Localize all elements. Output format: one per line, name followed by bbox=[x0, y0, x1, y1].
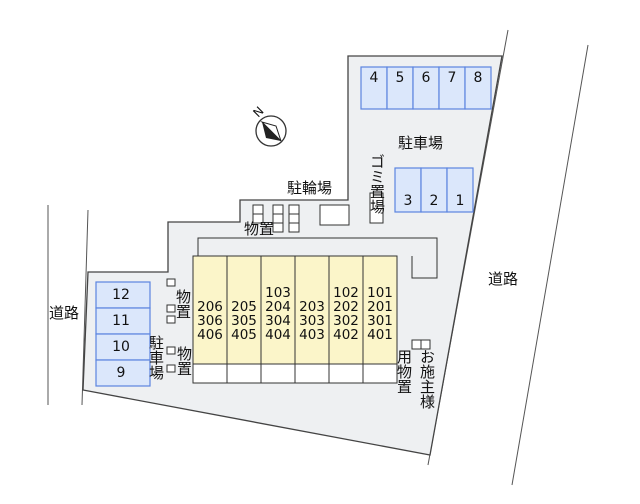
parking-stall bbox=[446, 167, 474, 213]
parking-stall-number: 8 bbox=[473, 70, 483, 86]
parking-left-label: 駐車場 bbox=[147, 335, 165, 380]
unit-number: 204 bbox=[265, 299, 291, 315]
bicycle-parking-box bbox=[319, 204, 350, 226]
unit-number: 302 bbox=[333, 313, 359, 329]
parking-stall bbox=[95, 307, 151, 335]
storage-left-boxes bbox=[166, 278, 176, 373]
road-left-label: 道路 bbox=[49, 304, 80, 322]
unit-number: 203 bbox=[299, 299, 325, 315]
road-right-line-outer bbox=[511, 44, 589, 486]
parking-stall-number: 7 bbox=[447, 70, 457, 86]
road-left-line-inner bbox=[81, 209, 89, 406]
unit-number: 103 bbox=[265, 285, 291, 301]
parking-right-label: 駐車場 bbox=[398, 134, 444, 152]
parking-stall-number: 10 bbox=[112, 339, 130, 355]
unit-number: 101 bbox=[367, 285, 393, 301]
unit-number: 406 bbox=[197, 327, 223, 343]
bicycle-parking-label: 駐輪場 bbox=[287, 179, 333, 197]
parking-stall-number: 3 bbox=[403, 193, 413, 209]
parking-stall bbox=[386, 66, 414, 110]
storage-left-label-2: 物置 bbox=[175, 346, 193, 376]
storage-left-label-1: 物置 bbox=[174, 289, 192, 319]
corridor-outline bbox=[197, 237, 438, 279]
unit-number: 304 bbox=[265, 313, 291, 329]
storage-right-boxes bbox=[411, 339, 431, 350]
parking-stall bbox=[360, 66, 388, 110]
unit-number: 404 bbox=[265, 327, 291, 343]
unit-number: 405 bbox=[231, 327, 257, 343]
parking-stall-number: 2 bbox=[429, 193, 439, 209]
parking-stall bbox=[95, 333, 151, 361]
building-unit-dividers bbox=[226, 256, 364, 364]
north-arrow bbox=[255, 115, 287, 147]
unit-number: 202 bbox=[333, 299, 359, 315]
trash-box bbox=[369, 192, 384, 224]
storage-top-label: 物置 bbox=[244, 220, 275, 238]
unit-number: 206 bbox=[197, 299, 223, 315]
unit-number: 402 bbox=[333, 327, 359, 343]
parking-stall bbox=[464, 66, 492, 110]
parking-stall-number: 9 bbox=[116, 365, 126, 381]
parking-stall-number: 11 bbox=[112, 313, 130, 329]
trash-label: ゴミ置場 bbox=[368, 154, 386, 214]
parking-stall-number: 1 bbox=[455, 193, 465, 209]
parking-stall-number: 4 bbox=[369, 70, 379, 86]
parking-top-lot bbox=[360, 66, 492, 110]
parking-stall-number: 5 bbox=[395, 70, 405, 86]
parking-left-lot bbox=[95, 281, 151, 387]
parking-stall-number: 6 bbox=[421, 70, 431, 86]
unit-number: 305 bbox=[231, 313, 257, 329]
unit-number: 303 bbox=[299, 313, 325, 329]
unit-number: 306 bbox=[197, 313, 223, 329]
storage-right-label: 用物置 bbox=[395, 349, 413, 394]
storage-top-grid bbox=[252, 204, 300, 233]
corridor-dividers bbox=[226, 364, 364, 383]
parking-right-lot bbox=[394, 167, 474, 213]
unit-number: 102 bbox=[333, 285, 359, 301]
unit-number: 301 bbox=[367, 313, 393, 329]
unit-number: 401 bbox=[367, 327, 393, 343]
unit-number: 205 bbox=[231, 299, 257, 315]
unit-number: 403 bbox=[299, 327, 325, 343]
parking-stall bbox=[95, 281, 151, 309]
parking-stall-number: 12 bbox=[112, 287, 130, 303]
unit-number: 201 bbox=[367, 299, 393, 315]
customer-label: お施主様 bbox=[418, 349, 436, 409]
parking-stall bbox=[95, 359, 151, 387]
road-right-label: 道路 bbox=[488, 270, 519, 288]
